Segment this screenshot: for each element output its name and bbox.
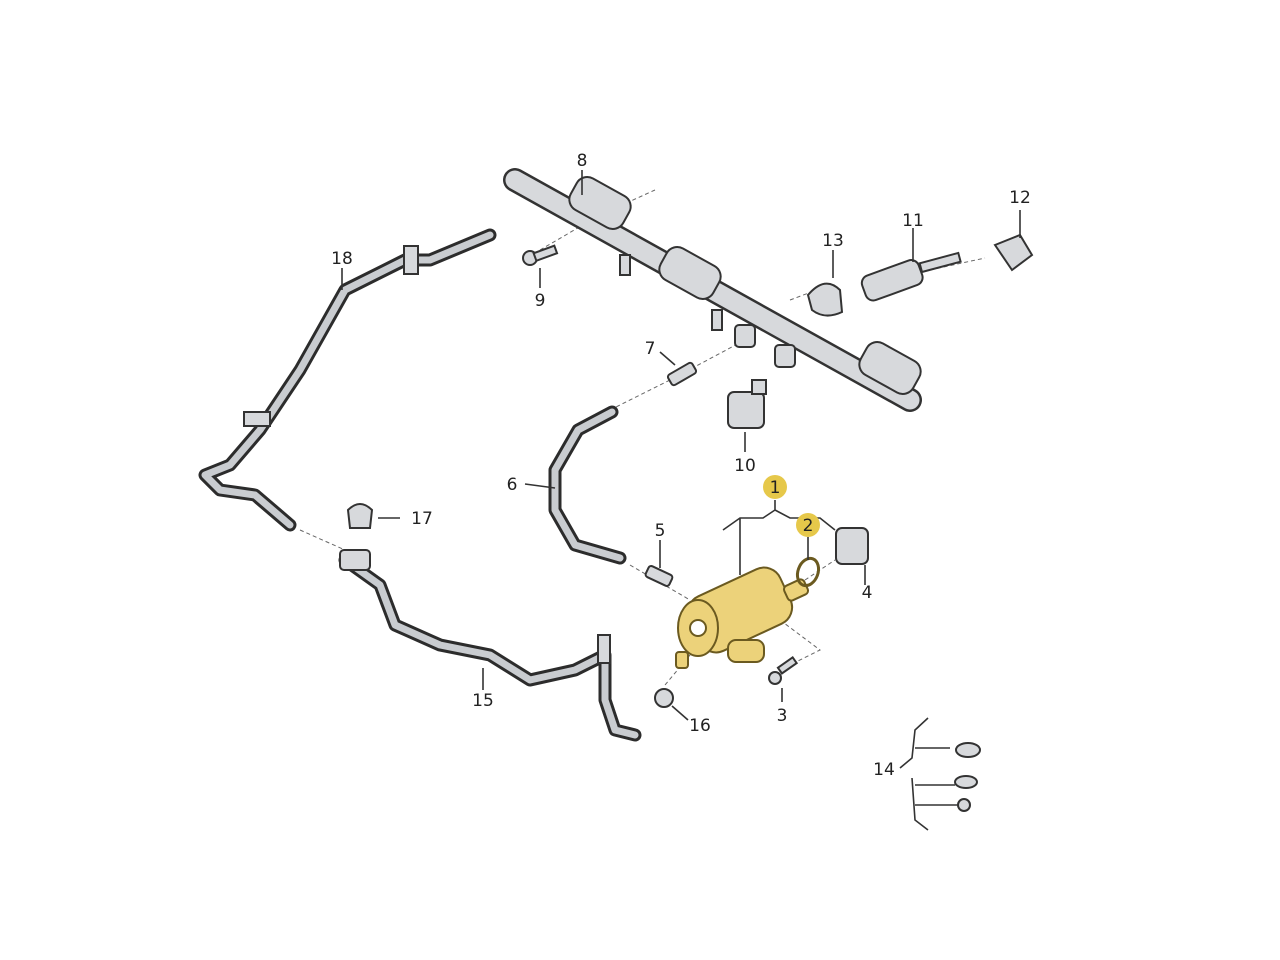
hose-15 [338,549,642,742]
highlight-badge-1 [763,475,787,499]
callout-9: 9 [535,291,546,311]
sensor-11 [860,251,962,302]
callout-16: 16 [689,716,711,736]
callout-labels: 1 2 3 4 5 6 7 8 9 10 11 12 13 14 15 16 1… [331,151,1031,780]
bolt-3 [768,655,799,685]
callout-17: 17 [411,509,433,529]
cover-4 [835,527,869,565]
callout-3: 3 [777,706,788,726]
leader-lines [341,170,1021,831]
bolt-9 [522,244,559,266]
pressure-sensor-10 [727,379,767,429]
callout-8: 8 [577,151,588,171]
hose-18 [198,228,497,532]
callout-2: 2 [803,516,814,536]
highlight-badge-2 [796,513,820,537]
clamp-16 [654,688,674,708]
callout-4: 4 [862,583,873,603]
fuel-line-6 [548,405,627,565]
fuel-rail [503,168,922,412]
callout-14: 14 [873,760,895,780]
connector-12 [993,233,1034,272]
callout-13: 13 [822,231,844,251]
clip-17 [346,503,374,529]
callout-7: 7 [645,339,656,359]
union-7 [666,361,698,387]
union-5 [644,565,674,587]
callout-5: 5 [655,521,666,541]
fastener-set-14 [954,742,981,812]
callout-1: 1 [770,478,781,498]
callout-15: 15 [472,691,494,711]
callout-12: 12 [1009,188,1031,208]
o-ring-2 [795,556,821,588]
callout-11: 11 [902,211,924,231]
callout-18: 18 [331,249,353,269]
callout-10: 10 [734,456,756,476]
fuel-pump-1 [675,566,810,669]
callout-6: 6 [507,475,518,495]
clip-13 [806,282,844,317]
